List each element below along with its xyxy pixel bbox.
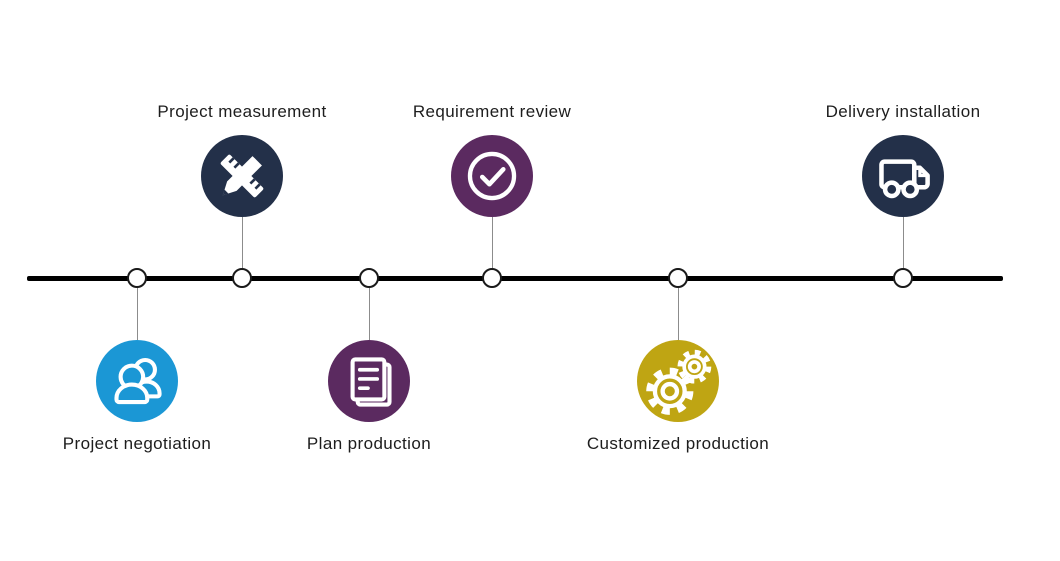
connector-line [136, 288, 138, 340]
timeline-node [668, 268, 688, 288]
connector-line [241, 217, 243, 268]
connector-line [368, 288, 370, 340]
timeline-node [232, 268, 252, 288]
people-icon [114, 357, 162, 405]
timeline-node [127, 268, 147, 288]
timeline-node [893, 268, 913, 288]
step-circle-customized-production [637, 340, 719, 422]
step-label: Customized production [586, 434, 770, 453]
timeline-node [359, 268, 379, 288]
check-circle-icon [467, 151, 517, 201]
step-circle-project-negotiation [96, 340, 178, 422]
connector-line [491, 217, 493, 268]
timeline-line [27, 276, 1003, 281]
gears-icon [646, 349, 712, 415]
step-circle-project-measurement [201, 135, 283, 217]
step-label: Delivery installation [825, 102, 981, 121]
step-label: Project negotiation [62, 434, 212, 453]
document-icon [350, 357, 392, 407]
step-circle-requirement-review [451, 135, 533, 217]
step-circle-delivery-installation [862, 135, 944, 217]
step-label: Plan production [306, 434, 432, 453]
connector-line [677, 288, 679, 340]
step-label: Requirement review [412, 102, 572, 121]
step-circle-plan-production [328, 340, 410, 422]
timeline-node [482, 268, 502, 288]
step-label: Project measurement [157, 102, 327, 121]
ruler-pencil-icon [220, 154, 264, 198]
truck-icon [879, 159, 930, 199]
connector-line [902, 217, 904, 268]
